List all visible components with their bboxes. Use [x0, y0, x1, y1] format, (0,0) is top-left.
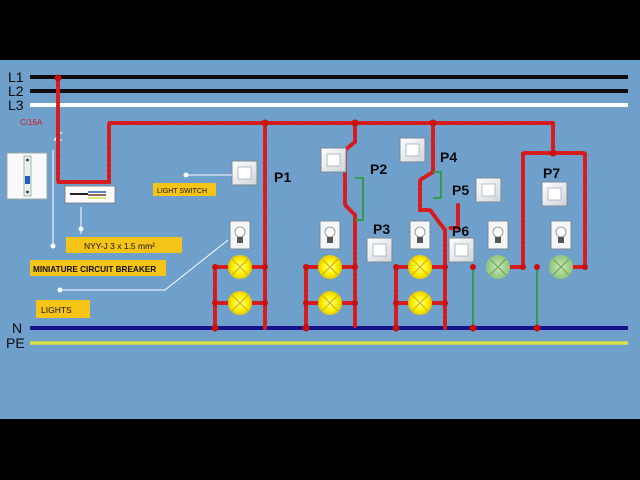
- lamp-off-icon: [486, 255, 510, 279]
- callout-leaders: [52, 150, 232, 291]
- lamp-off-icon: [549, 255, 573, 279]
- cable-callout: [66, 237, 182, 253]
- callout-dots: [50, 172, 189, 293]
- cable-section-icon: [64, 185, 116, 204]
- switch-leg-wiring: [355, 171, 538, 328]
- lights-callout: [36, 300, 90, 318]
- light-switch-callout: [153, 183, 216, 196]
- circuit-p6-label: P6: [452, 223, 469, 239]
- cable-callout-text: NYY-J 3 x 1.5 mm²: [84, 241, 155, 251]
- junction-dots: [54, 74, 588, 332]
- circuit-p2-label: P2: [370, 161, 387, 177]
- bulb-fixture-icon: [319, 220, 341, 250]
- bulb-fixture-icon: [409, 220, 431, 250]
- lamp-on-icon: [318, 255, 342, 279]
- lights-callout-text: LIGHTS: [41, 305, 72, 315]
- circuit-p3-label: P3: [373, 221, 390, 237]
- breaker-rating: C/16A: [20, 118, 43, 127]
- bulb-fixture-icon: [550, 220, 572, 250]
- breaker-callout: [30, 260, 166, 276]
- l3-label: L3: [8, 97, 24, 113]
- switch-p2-icon: [320, 147, 347, 173]
- switch-p6-icon: [448, 237, 475, 263]
- lamp-on-icon: [228, 255, 252, 279]
- bulb-fixture-icon: [229, 220, 251, 250]
- lamp-on-icon: [408, 255, 432, 279]
- switch-p1-icon: [231, 160, 258, 186]
- lamp-on-icon: [228, 291, 252, 315]
- l1-label: L1: [8, 69, 24, 85]
- switch-p3-icon: [366, 237, 393, 263]
- circuit-p4-label: P4: [440, 149, 457, 165]
- bulb-fixture-icon: [487, 220, 509, 250]
- n-label: N: [12, 320, 22, 336]
- circuit-p1-label: P1: [274, 169, 291, 185]
- switch-p5-icon: [475, 177, 502, 203]
- switch-p7-icon: [541, 181, 568, 207]
- pe-label: PE: [6, 335, 25, 351]
- switch-p4-icon: [399, 137, 426, 163]
- lamp-on-icon: [318, 291, 342, 315]
- lamp-on-icon: [408, 291, 432, 315]
- circuit-breaker-icon: [6, 152, 48, 200]
- breaker-callout-text: MINIATURE CIRCUIT BREAKER: [33, 265, 156, 274]
- circuit-p5-label: P5: [452, 182, 469, 198]
- l2-label: L2: [8, 83, 24, 99]
- circuit-p7-label: P7: [543, 165, 560, 181]
- light-switch-callout-text: LIGHT SWITCH: [157, 188, 207, 195]
